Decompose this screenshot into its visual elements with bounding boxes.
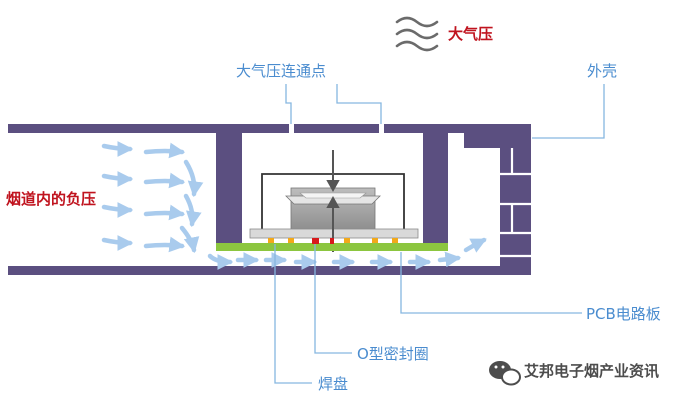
pcb-label: PCB电路板 [586,305,661,323]
pcb-board [216,243,448,251]
housing [8,124,531,275]
o-ring-label: O型密封圈 [357,345,429,363]
negative-pressure-label: 烟道内的负压 [6,190,96,208]
airflow-arrows [101,141,487,270]
wechat-icon [489,361,521,386]
housing-seams [500,148,531,258]
solder-pad-label: 焊盘 [318,375,348,393]
bottom-leaders [274,244,582,384]
o-ring [312,238,334,244]
watermark-text: 艾邦电子烟产业资讯 [524,362,659,380]
atmospheric-pressure-label: 大气压 [448,25,493,43]
atmospheric-vent-leader [285,84,382,124]
housing-label: 外壳 [587,62,617,80]
housing-leader [532,84,605,139]
atmospheric-vent-label: 大气压连通点 [236,62,326,80]
solder-pads [268,238,398,243]
air-wave-icon [395,16,439,52]
